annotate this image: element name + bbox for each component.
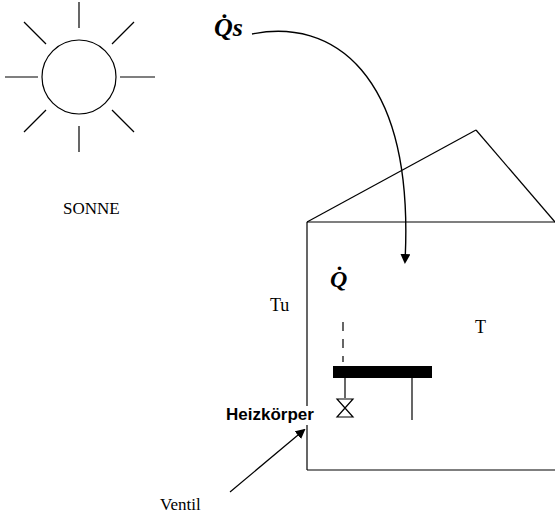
radiator-bar	[333, 366, 432, 378]
heat-flow-dash	[342, 322, 343, 362]
temperature-label: T	[475, 318, 486, 338]
valve-label: Ventil	[160, 496, 201, 515]
valve-pipe	[344, 378, 345, 398]
sun-label: SONNE	[63, 200, 120, 219]
heat-flow-label: Q̇s	[214, 14, 243, 43]
valve-symbol	[337, 399, 353, 417]
heat-flow-label: Q̇	[330, 266, 347, 292]
temperature-label: Tu	[270, 296, 289, 316]
solar-heat-arrow	[252, 31, 406, 262]
sun-symbol	[5, 2, 155, 152]
radiator-label: Heizkörper	[224, 406, 316, 425]
valve-leader	[230, 430, 304, 492]
radiator-pipe	[411, 378, 412, 420]
house-outline	[307, 130, 555, 470]
